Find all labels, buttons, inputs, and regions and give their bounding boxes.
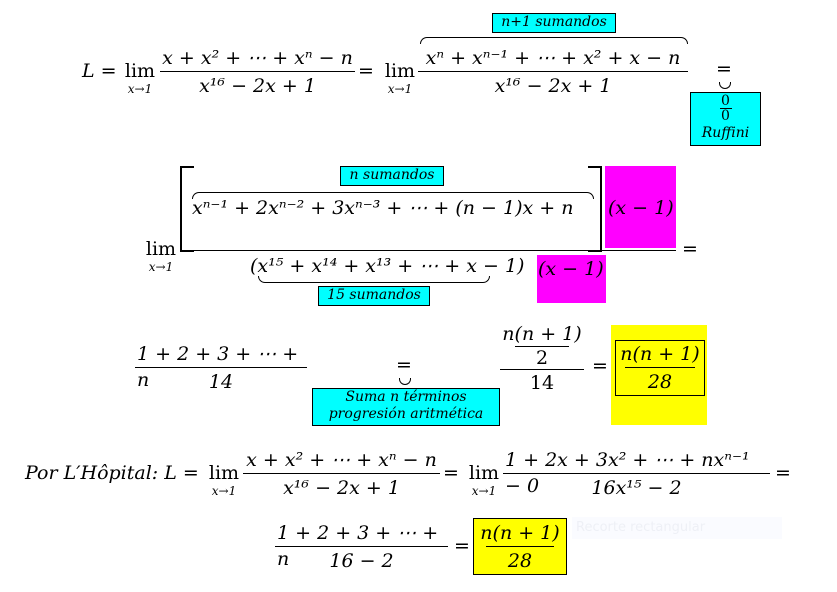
- overbrace: [420, 37, 688, 44]
- equals: =: [682, 238, 698, 260]
- equals: =: [396, 354, 412, 376]
- underbrace: [258, 276, 490, 283]
- highlight-factor: [537, 255, 606, 303]
- ruffini-box: 0 0 Ruffini: [690, 92, 761, 146]
- right-bracket: [588, 166, 602, 252]
- lim-sub: x→1: [211, 484, 237, 498]
- denominator: 14: [500, 369, 584, 396]
- note-line: Suma n términos: [345, 389, 467, 405]
- numerator: x + x² + ⋯ + xⁿ − n: [162, 47, 353, 69]
- zero: 0: [721, 108, 730, 124]
- highlight-factor: [605, 166, 676, 248]
- underbrace: [719, 82, 731, 89]
- denominator: 16x¹⁵ − 2: [503, 473, 770, 500]
- numerator: x + x² + ⋯ + xⁿ − n: [246, 449, 437, 471]
- equals: =: [454, 535, 470, 557]
- numerator: 1 + 2x + 3x² + ⋯ + nxⁿ⁻¹ − 0: [505, 449, 750, 497]
- numerator: 1 + 2 + 3 + ⋯ + n: [277, 522, 439, 570]
- equals: =: [775, 462, 791, 484]
- equals: =: [443, 462, 459, 484]
- result-fraction: n(n + 1)28: [477, 520, 563, 573]
- n-plus-1-sumandos-label: n+1 sumandos: [492, 13, 616, 33]
- left-bracket: [180, 166, 194, 252]
- result-highlight: [611, 325, 707, 425]
- numerator: 1 + 2 + 3 + ⋯ + n: [137, 343, 299, 391]
- denominator: x¹⁶ − 2x + 1: [418, 71, 688, 98]
- lim-sub: x→1: [127, 82, 153, 96]
- L-equals: L =: [82, 60, 117, 82]
- denominator: 16 − 2: [275, 546, 448, 573]
- inner-denominator: 2: [515, 346, 569, 369]
- lim-text: lim: [208, 462, 240, 484]
- numerator: xⁿ + xⁿ⁻¹ + ⋯ + x² + x − n: [425, 47, 681, 69]
- factor: (x − 1): [538, 258, 604, 280]
- zero: 0: [719, 93, 732, 109]
- 15-sumandos-label: 15 sumandos: [318, 286, 430, 306]
- n-sumandos-label: n sumandos: [340, 166, 444, 186]
- lim-text: lim: [124, 60, 156, 82]
- lim-text: lim: [145, 238, 177, 260]
- denominator: 14: [135, 367, 307, 394]
- numerator: n(n + 1): [620, 343, 700, 365]
- overbrace: [192, 192, 594, 199]
- result-fraction: n(n + 1)28: [615, 340, 705, 396]
- lim-sub: x→1: [387, 82, 413, 96]
- underbrace: [399, 378, 411, 385]
- numerator: xⁿ⁻¹ + 2xⁿ⁻² + 3xⁿ⁻³ + ⋯ + (n − 1)x + n: [192, 197, 574, 219]
- equals: =: [716, 58, 732, 80]
- equals: =: [592, 355, 608, 377]
- lim-text: lim: [384, 60, 416, 82]
- denominator: x¹⁶ − 2x + 1: [160, 71, 355, 98]
- denominator: 28: [624, 367, 696, 394]
- denominator: 28: [485, 546, 555, 573]
- lim-sub: x→1: [148, 260, 174, 274]
- denominator: (x¹⁵ + x¹⁴ + x¹³ + ⋯ + x − 1): [250, 255, 525, 277]
- inner-numerator: n(n + 1): [502, 323, 582, 345]
- lhopital-prefix: Por L′Hôpital: L =: [25, 462, 199, 484]
- numerator: n(n + 1): [480, 522, 560, 544]
- ruffini-label: Ruffini: [701, 125, 750, 141]
- complex-fraction: n(n + 1) 2 14: [500, 322, 584, 396]
- denominator: x¹⁶ − 2x + 1: [243, 473, 440, 500]
- lim-sub: x→1: [471, 484, 497, 498]
- lim-text: lim: [468, 462, 500, 484]
- fraction-bar: [180, 250, 676, 251]
- note-line: progresión aritmética: [328, 406, 484, 422]
- equals: =: [358, 60, 374, 82]
- factor: (x − 1): [608, 197, 674, 219]
- rectangular-snip-label: Recorte rectangular: [572, 517, 782, 539]
